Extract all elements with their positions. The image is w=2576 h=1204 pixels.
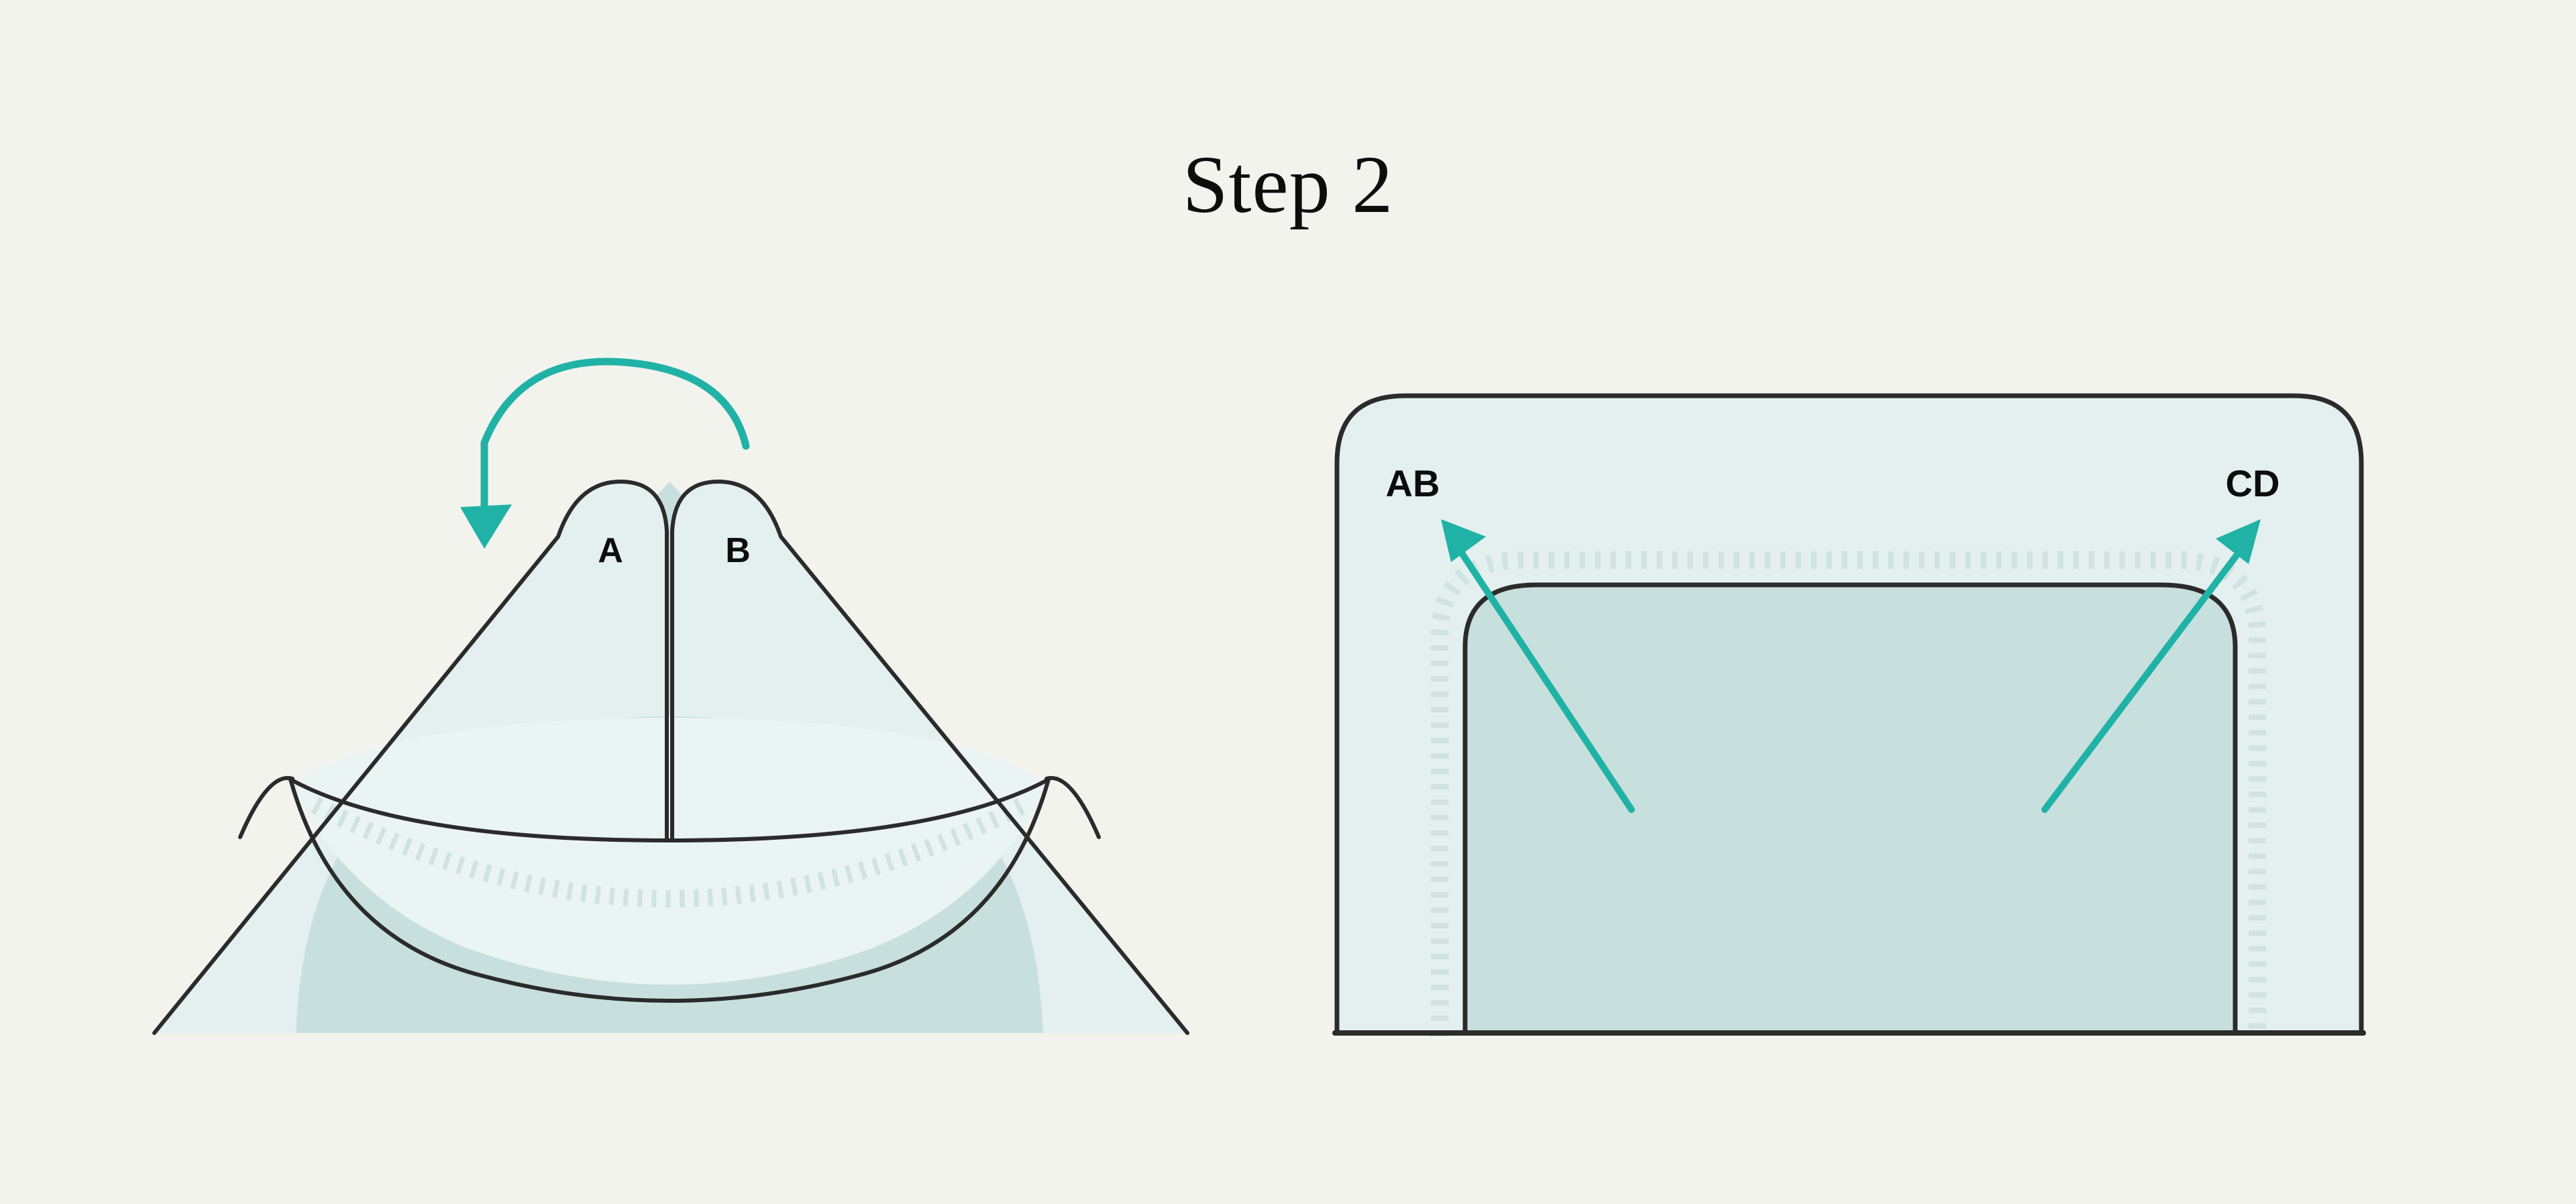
stitch-dash-line — [311, 797, 1028, 908]
scoop-corner-left — [238, 775, 294, 839]
scoop-corner-right — [1044, 775, 1101, 839]
cd-arrow-head — [2216, 519, 2261, 564]
stitch-dash-line — [1431, 551, 2266, 1036]
peak-b-edge — [670, 480, 720, 840]
ab-arrow-head — [1441, 519, 1486, 562]
ab-arrow-shaft — [1456, 547, 1635, 813]
fold-arrow-shaft — [480, 358, 750, 526]
triangle-left-edge — [152, 480, 623, 1035]
label-ab: AB — [1386, 462, 1440, 504]
page-title: Step 2 — [1182, 140, 1394, 230]
label-a: A — [598, 531, 623, 570]
scoop-upper-edge — [288, 777, 1051, 843]
label-cd: CD — [2226, 462, 2280, 504]
scoop-lower-edge — [288, 777, 1051, 1003]
peak-a-edge — [619, 480, 669, 840]
inner-panel — [1462, 582, 2238, 1036]
fold-arrow-head — [460, 504, 512, 549]
cd-arrow-shaft — [2041, 547, 2244, 813]
triangle-right-edge — [716, 480, 1189, 1035]
label-b: B — [725, 531, 751, 570]
scoop-inner-fill — [290, 718, 1049, 985]
